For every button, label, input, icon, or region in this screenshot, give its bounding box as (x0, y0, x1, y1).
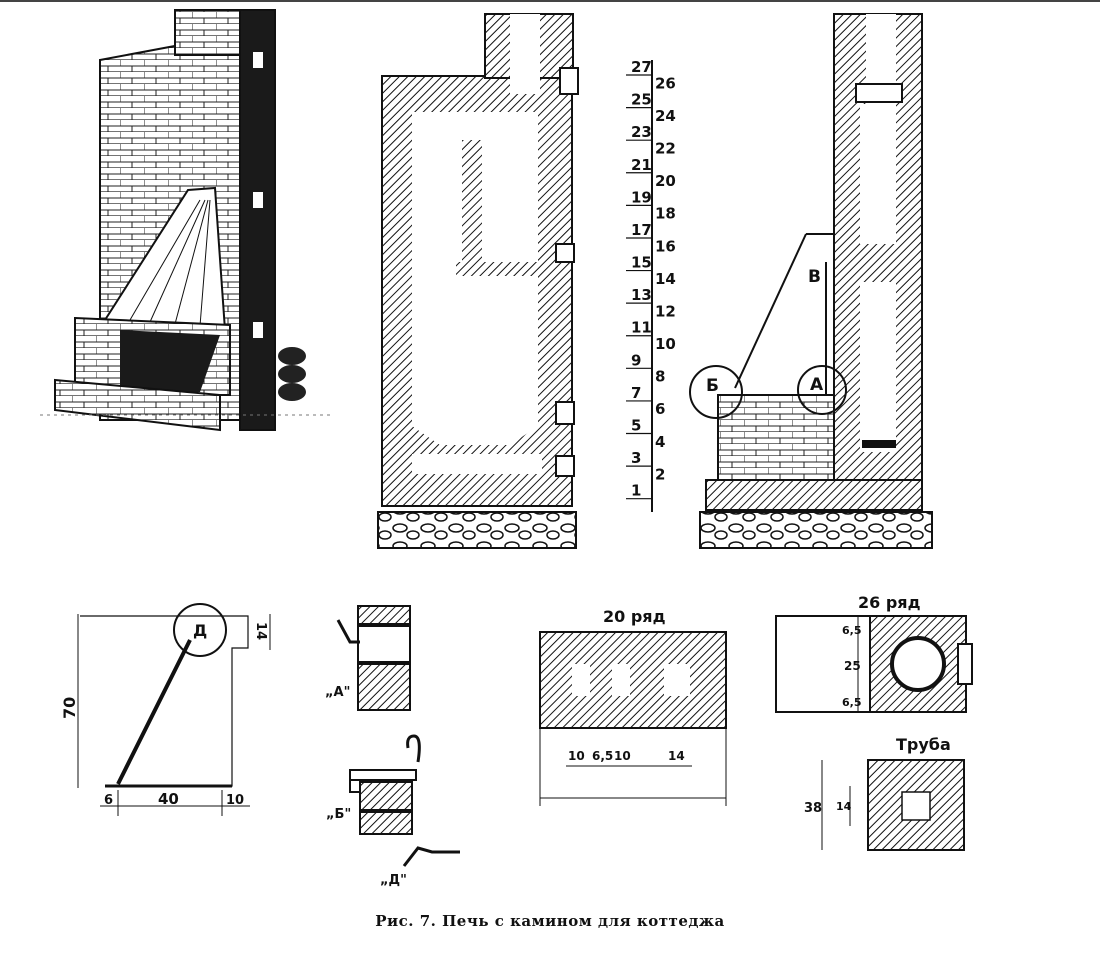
row-label-14: 14 (655, 270, 676, 288)
row-label-5: 5 (631, 417, 641, 435)
callout-d-circle (173, 603, 227, 657)
row-label-11: 11 (631, 319, 652, 337)
row-label-13: 13 (631, 286, 652, 304)
fireplace-perspective-view (40, 9, 330, 432)
row-label-20: 20 (655, 172, 676, 190)
pipe-plan: Труба 38 14 (804, 735, 965, 851)
plan-row-20-dim-4: 14 (668, 749, 685, 763)
callout-a: А (810, 375, 824, 395)
row-label-17: 17 (631, 221, 652, 239)
detail-d: „Д" (380, 846, 460, 888)
row-label-3: 3 (631, 449, 641, 467)
row-label-18: 18 (655, 205, 676, 223)
plan-row-26-dim-1: 6,5 (842, 624, 862, 637)
row-label-21: 21 (631, 156, 652, 174)
row-label-15: 15 (631, 254, 652, 272)
plan-row-20: 20 ряд 10 6,5 10 14 (539, 607, 727, 806)
row-label-4: 4 (655, 433, 665, 451)
side-section-view: Б А В (689, 13, 933, 549)
row-label-24: 24 (655, 107, 676, 125)
row-label-19: 19 (631, 188, 652, 206)
callout-a-circle (797, 365, 847, 415)
hood-right-dim: 10 (226, 793, 244, 808)
detail-b: „Б" (326, 734, 421, 835)
detail-a: „А" (325, 605, 411, 711)
plan-row-26-dim-3: 6,5 (842, 696, 862, 709)
pipe-title: Труба (896, 735, 951, 754)
pipe-dim-outer: 38 (804, 801, 822, 816)
row-scale-right-labels: 26 24 22 20 18 16 14 12 10 8 6 4 2 (655, 74, 676, 483)
row-label-12: 12 (655, 302, 676, 320)
row-scale-left-labels: 27 25 23 21 19 17 15 13 11 9 7 5 3 1 (631, 58, 652, 500)
plan-row-26-dim-2: 25 (844, 659, 861, 673)
row-label-8: 8 (655, 368, 665, 386)
row-label-26: 26 (655, 74, 676, 92)
row-label-9: 9 (631, 351, 641, 369)
front-section-view (377, 13, 579, 549)
hood-height-dim: 70 (60, 697, 79, 719)
row-label-2: 2 (655, 465, 665, 483)
top-rule (0, 0, 1100, 2)
figure-caption: Рис. 7. Печь с камином для коттеджа (375, 912, 725, 930)
row-label-27: 27 (631, 58, 652, 76)
callout-b: Б (706, 376, 719, 396)
callout-d: Д (193, 621, 207, 640)
row-label-22: 22 (655, 139, 676, 157)
plan-row-26: 26 ряд 6,5 25 6,5 (775, 593, 973, 713)
plan-row-20-dim-3: 10 (614, 749, 631, 763)
row-label-16: 16 (655, 237, 676, 255)
detail-a-label: „А" (325, 685, 350, 700)
row-label-6: 6 (655, 400, 665, 418)
plan-row-20-dim-1: 10 (568, 749, 585, 763)
callout-v: В (808, 267, 821, 287)
plan-row-26-title: 26 ряд (858, 593, 921, 612)
plan-row-20-title: 20 ряд (603, 607, 666, 626)
row-label-10: 10 (655, 335, 676, 353)
row-label-7: 7 (631, 384, 641, 402)
row-label-23: 23 (631, 123, 652, 141)
hood-dimension-diagram: Д 70 14 6 40 10 (60, 603, 271, 816)
detail-b-label: „Б" (326, 807, 351, 822)
detail-d-label: „Д" (380, 873, 407, 888)
plan-row-20-dim-2: 6,5 (592, 749, 613, 763)
hood-width-dim: 40 (158, 790, 179, 808)
row-label-1: 1 (631, 482, 641, 500)
hood-left-dim: 6 (104, 793, 113, 808)
pipe-dim-inner: 14 (836, 800, 852, 813)
callout-b-circle (689, 365, 743, 419)
hood-top-dim: 14 (253, 622, 268, 640)
row-label-25: 25 (631, 91, 652, 109)
